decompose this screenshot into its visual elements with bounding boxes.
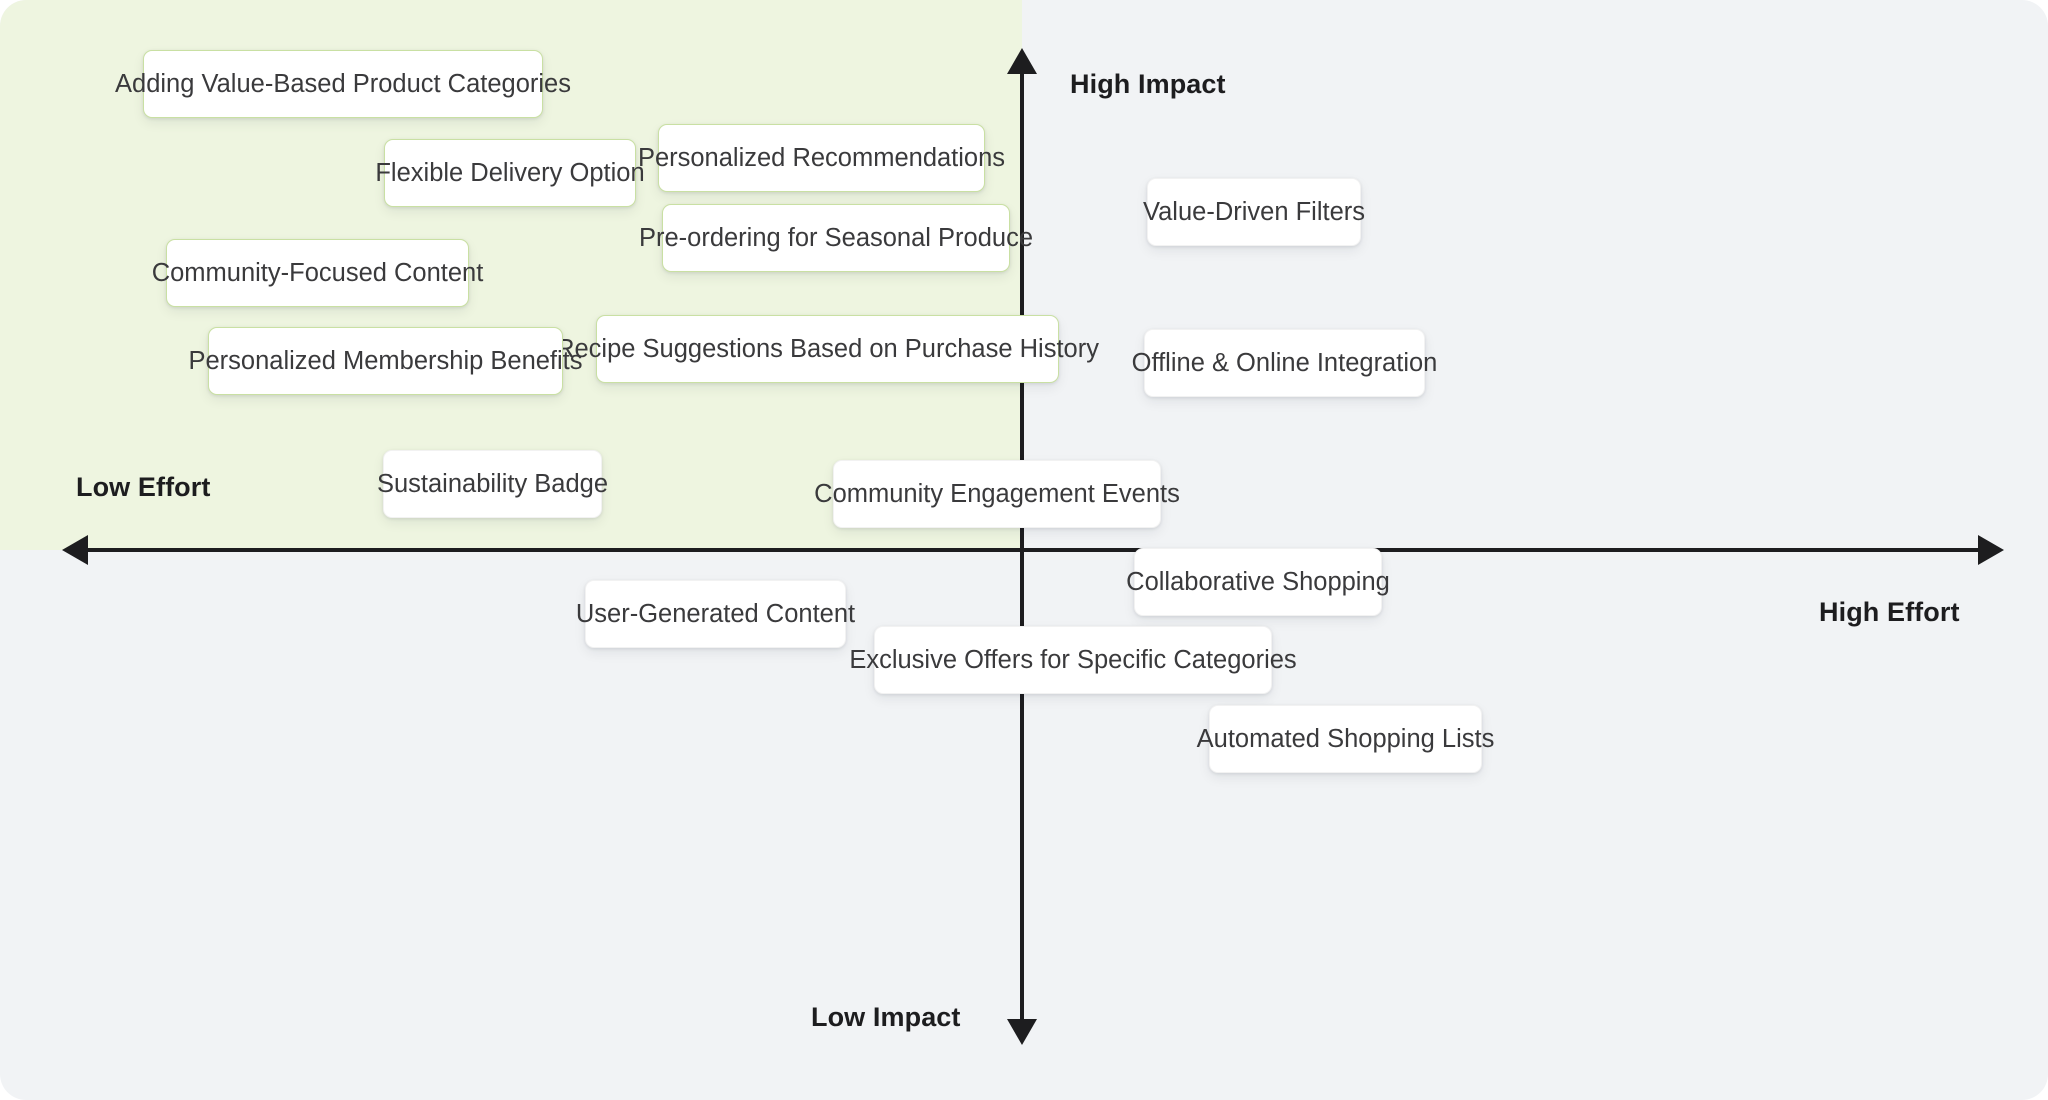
arrow-right-icon xyxy=(1978,535,2004,565)
idea-card[interactable]: Automated Shopping Lists xyxy=(1197,705,1494,773)
idea-card[interactable]: Collaborative Shopping xyxy=(1126,548,1390,616)
idea-card[interactable]: Personalized Recommendations xyxy=(638,124,1005,192)
idea-card[interactable]: Exclusive Offers for Specific Categories xyxy=(849,626,1297,694)
idea-card[interactable]: Recipe Suggestions Based on Purchase His… xyxy=(556,315,1099,383)
arrow-down-icon xyxy=(1007,1019,1037,1045)
idea-card[interactable]: Offline & Online Integration xyxy=(1132,329,1437,397)
arrow-up-icon xyxy=(1007,48,1037,74)
idea-card[interactable]: Community-Focused Content xyxy=(152,239,483,307)
axis-label-high-impact: High Impact xyxy=(1070,69,1226,99)
arrow-left-icon xyxy=(62,535,88,565)
idea-card[interactable]: Community Engagement Events xyxy=(814,460,1180,528)
idea-card[interactable]: User-Generated Content xyxy=(576,580,855,648)
idea-card[interactable]: Sustainability Badge xyxy=(377,450,608,518)
axis-label-high-effort: High Effort xyxy=(1819,597,1960,627)
idea-card[interactable]: Value-Driven Filters xyxy=(1143,178,1365,246)
idea-card[interactable]: Personalized Membership Benefits xyxy=(188,327,583,395)
idea-card[interactable]: Adding Value-Based Product Categories xyxy=(115,50,571,118)
axis-label-low-impact: Low Impact xyxy=(811,1002,961,1032)
vertical-axis-line xyxy=(1020,72,1024,1027)
horizontal-axis-line xyxy=(85,548,1980,552)
axis-label-low-effort: Low Effort xyxy=(76,472,211,502)
idea-card[interactable]: Pre-ordering for Seasonal Produce xyxy=(639,204,1033,272)
idea-card[interactable]: Flexible Delivery Option xyxy=(375,139,645,207)
